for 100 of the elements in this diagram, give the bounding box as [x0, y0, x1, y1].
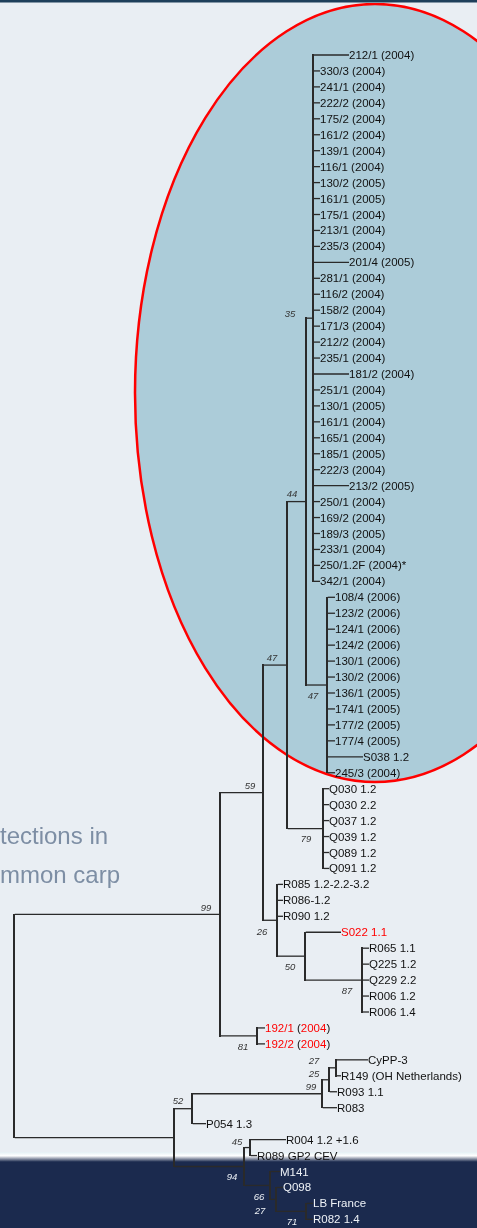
tree-branch [270, 1170, 281, 1173]
bootstrap-value: 94 [226, 1170, 238, 1182]
taxon-label: Q089 1.2 [329, 845, 377, 860]
tree-branch [263, 664, 287, 666]
tree-branch [313, 293, 321, 295]
tree-branch [313, 261, 350, 263]
tree-branch [277, 899, 284, 901]
tree-branch [362, 979, 370, 981]
bootstrap-value: 45 [231, 1135, 243, 1147]
taxon-label: R082 1.4 [313, 1212, 360, 1227]
tree-branch [277, 915, 284, 917]
bootstrap-value: 44 [286, 487, 298, 499]
tree-branch [327, 644, 336, 646]
bootstrap-value: 26 [256, 925, 268, 937]
bootstrap-value: 66 [253, 1190, 265, 1202]
tree-branch [220, 1035, 257, 1037]
tree-branch [313, 373, 350, 375]
tree-branch [323, 804, 330, 806]
taxon-label: 161/1 (2004) [320, 414, 386, 429]
tree-branch [327, 740, 336, 742]
taxon-label: R149 (OH Netherlands) [341, 1068, 462, 1083]
bootstrap-value: 59 [244, 779, 256, 791]
bootstrap-value: 79 [300, 832, 312, 844]
taxon-label: 213/1 (2004) [320, 223, 386, 238]
taxon-label: 171/3 (2004) [320, 319, 386, 334]
taxon-label: S022 1.1 [341, 925, 388, 940]
taxon-label: 108/4 (2006) [335, 590, 401, 605]
tree-branch [313, 437, 321, 439]
tree-branch [14, 913, 220, 915]
tree-branch [313, 245, 321, 248]
taxon-label: Q030 2.2 [329, 797, 377, 812]
tree-branch [313, 341, 321, 343]
taxon-label: 124/2 (2006) [335, 638, 401, 653]
bootstrap-value: 99 [305, 1080, 317, 1092]
taxon-label: 185/1 (2005) [320, 446, 386, 461]
taxon-label: 136/1 (2005) [335, 686, 401, 700]
tree-branch [313, 277, 321, 279]
tree-branch [306, 1218, 314, 1220]
bootstrap-value: 81 [237, 1040, 249, 1052]
taxon-label: 165/1 (2004) [320, 430, 386, 445]
taxon-label: 116/2 (2004) [320, 287, 385, 302]
taxon-label: 251/1 (2004) [320, 382, 386, 397]
tree-branch [257, 1043, 266, 1045]
tree-branch [313, 421, 321, 423]
tree-branch [327, 692, 336, 694]
tree-branch [313, 564, 321, 567]
taxon-label: 212/1 (2004) [349, 48, 415, 62]
taxon-label: R083 [337, 1100, 365, 1115]
tree-branch [323, 851, 330, 854]
taxon-label: Q030 1.2 [329, 781, 377, 796]
taxon-label: 189/3 (2005) [320, 526, 386, 541]
tree-branch [327, 724, 336, 726]
tree-branch [220, 792, 263, 794]
tree-branch [313, 54, 350, 56]
tree-branch [277, 955, 305, 957]
taxon-label: 130/1 (2006) [335, 654, 401, 669]
tree-branch [306, 684, 327, 686]
taxon-label: 175/1 (2004) [320, 207, 386, 222]
tree-branch [323, 788, 330, 790]
taxon-label: LB France [313, 1196, 367, 1211]
tree-branch [313, 118, 321, 120]
tree-branch [327, 596, 336, 598]
tree-branch [313, 213, 321, 216]
taxon-label: R065 1.1 [369, 941, 416, 956]
taxon-label: 222/3 (2004) [320, 462, 386, 477]
bootstrap-value: 71 [286, 1215, 298, 1227]
taxon-label: Q091 1.2 [329, 861, 377, 876]
taxon-label: R004 1.2 +1.6 [286, 1132, 359, 1147]
taxon-label: 161/1 (2005) [320, 191, 386, 206]
taxon-label: R006 1.4 [369, 1005, 416, 1019]
taxon-label: Q037 1.2 [329, 813, 377, 828]
taxon-label: 174/1 (2005) [335, 701, 401, 716]
tree-branch [362, 947, 370, 949]
tree-branch [313, 532, 321, 535]
taxon-label: R006 1.2 [369, 989, 416, 1004]
taxon-label: 181/2 (2004) [349, 367, 415, 381]
taxon-label: Q039 1.2 [329, 829, 377, 844]
tree-branch [327, 660, 336, 662]
taxon-label: 235/3 (2004) [320, 239, 386, 254]
bootstrap-value: 35 [284, 307, 296, 319]
tree-branch [313, 229, 321, 232]
tree-branch [313, 357, 321, 359]
taxon-label: R085 1.2-2.2-3.2 [283, 877, 370, 892]
tree-branch [322, 1079, 329, 1081]
taxon-label: M141 [280, 1164, 309, 1179]
tree-branch [327, 772, 336, 774]
taxon-label: 213/2 (2005) [349, 478, 415, 493]
tree-branch [14, 1136, 174, 1139]
tree-branch [313, 325, 321, 327]
taxon-label: 158/2 (2004) [320, 303, 386, 318]
tree-branch [313, 197, 321, 200]
tree-branch [192, 1093, 322, 1095]
tree-branch [244, 1184, 270, 1187]
tree-branch [270, 1198, 276, 1201]
taxon-label: Q229 2.2 [369, 973, 417, 988]
tree-branch [313, 389, 321, 391]
taxon-label: 222/2 (2004) [320, 95, 386, 110]
tree-branch [313, 102, 321, 104]
taxon-label: P054 1.3 [206, 1116, 253, 1131]
tree-branch [313, 70, 321, 72]
